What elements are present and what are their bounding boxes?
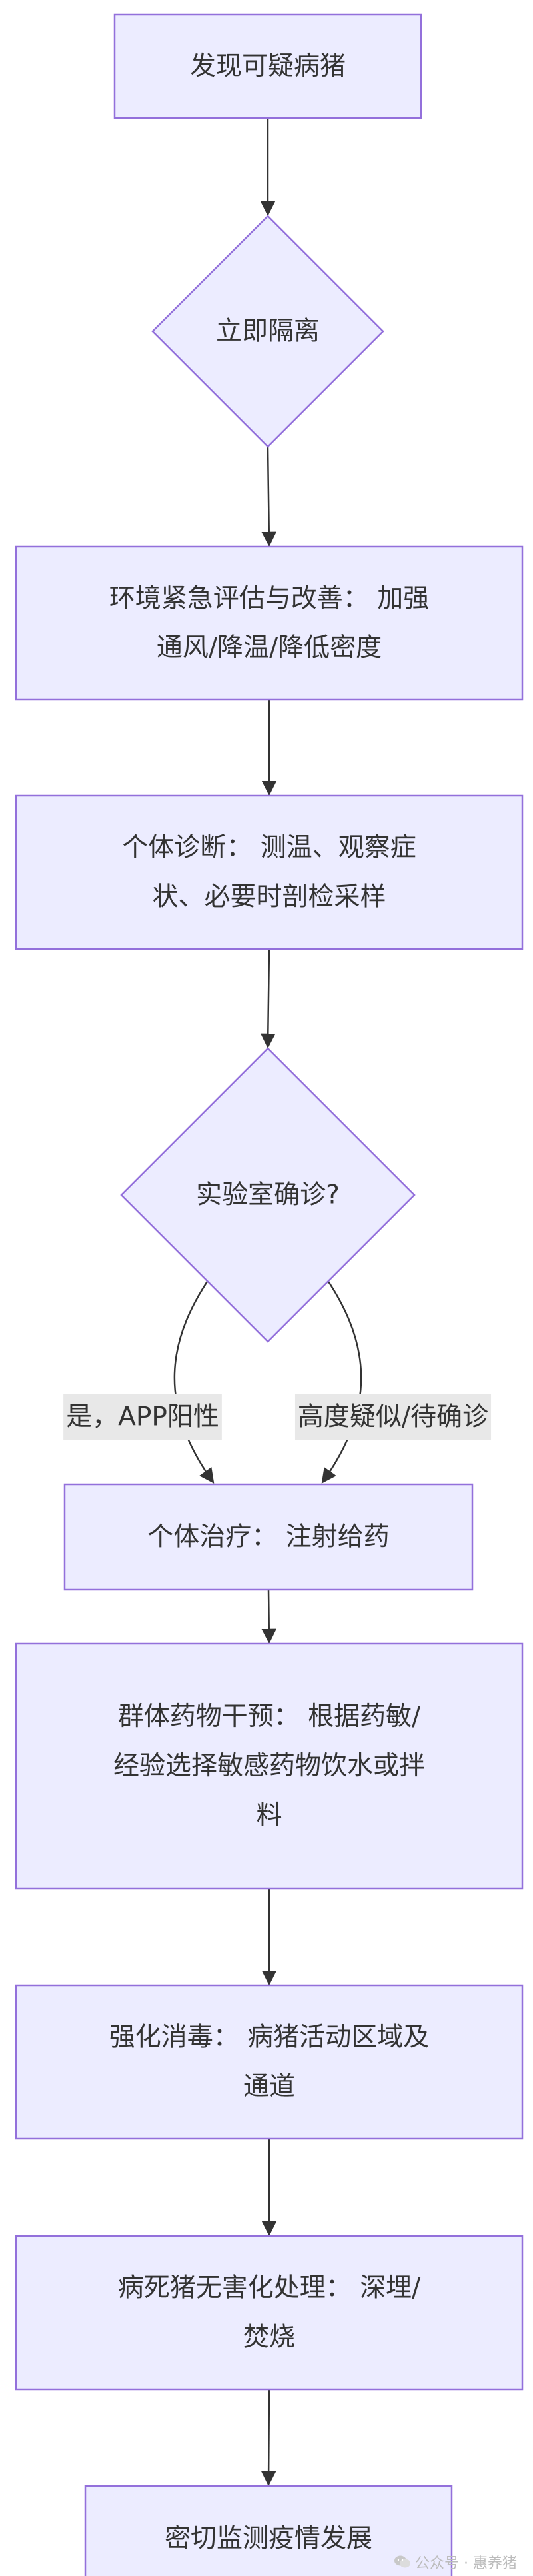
watermark-text: 公众号 · 惠养猪 (415, 2555, 517, 2572)
edge-label-text: 高度疑似/待确诊 (298, 1402, 488, 1432)
node-box (84, 2485, 453, 2576)
node-text-line: 焚烧 (243, 2323, 295, 2353)
node-box (15, 1984, 524, 2140)
node-text-line: 状、必要时剖检采样 (152, 882, 386, 912)
node-diamond (120, 1047, 416, 1343)
node-n10: 密切监测疫情发展 (84, 2485, 453, 2576)
node-diamond (151, 215, 384, 448)
node-box (15, 545, 524, 701)
node-text-line: 通风/降温/降低密度 (157, 633, 382, 663)
edge-label-yes: 是，APP阳性 (63, 1394, 222, 1440)
node-text-line: 个体治疗： 注射给药 (147, 1522, 389, 1552)
edge-n5-n6-yes (173, 1266, 219, 1484)
edge-n5-n6-suspect (316, 1266, 362, 1484)
node-n2: 立即隔离 (151, 215, 384, 448)
edge-n9-n10 (261, 2389, 276, 2487)
node-text-line: 强化消毒： 病猪活动区域及 (109, 2023, 429, 2053)
wechat-icon (394, 2555, 411, 2568)
node-text-line: 发现可疑病猪 (190, 51, 346, 81)
node-box (15, 2235, 524, 2391)
node-text-line: 群体药物干预： 根据药敏/ (118, 1702, 421, 1732)
node-text-line: 密切监测疫情发展 (165, 2524, 372, 2554)
edge-n4-n5 (261, 948, 276, 1049)
node-box (15, 794, 524, 950)
node-box (113, 13, 422, 119)
node-n5: 实验室确诊? (120, 1047, 416, 1343)
edge-label-suspect: 高度疑似/待确诊 (294, 1394, 492, 1440)
edge-n2-n3 (261, 446, 276, 547)
edge-label-bg (63, 1394, 222, 1440)
node-box (15, 1642, 524, 1890)
node-text-line: 料 (256, 1800, 282, 1830)
watermark: 公众号 · 惠养猪 (394, 2551, 517, 2573)
edge-label-text: 是，APP阳性 (66, 1402, 219, 1432)
node-text-line: 病死猪无害化处理： 深埋/ (118, 2273, 421, 2303)
node-n9: 病死猪无害化处理： 深埋/焚烧 (15, 2235, 524, 2391)
node-n6: 个体治疗： 注射给药 (63, 1483, 474, 1591)
node-box (63, 1483, 474, 1591)
edge-label-bg (294, 1394, 492, 1440)
node-text-line: 经验选择敏感药物饮水或拌 (113, 1751, 425, 1781)
node-text-line: 通道 (243, 2072, 295, 2102)
edge-n6-n7 (261, 1589, 276, 1644)
node-text-line: 个体诊断： 测温、观察症 (122, 833, 416, 863)
node-text-line: 立即隔离 (216, 317, 320, 347)
node-n1: 发现可疑病猪 (113, 13, 422, 119)
node-text-line: 环境紧急评估与改善： 加强 (109, 584, 429, 614)
node-text-line: 实验室确诊? (196, 1180, 340, 1210)
